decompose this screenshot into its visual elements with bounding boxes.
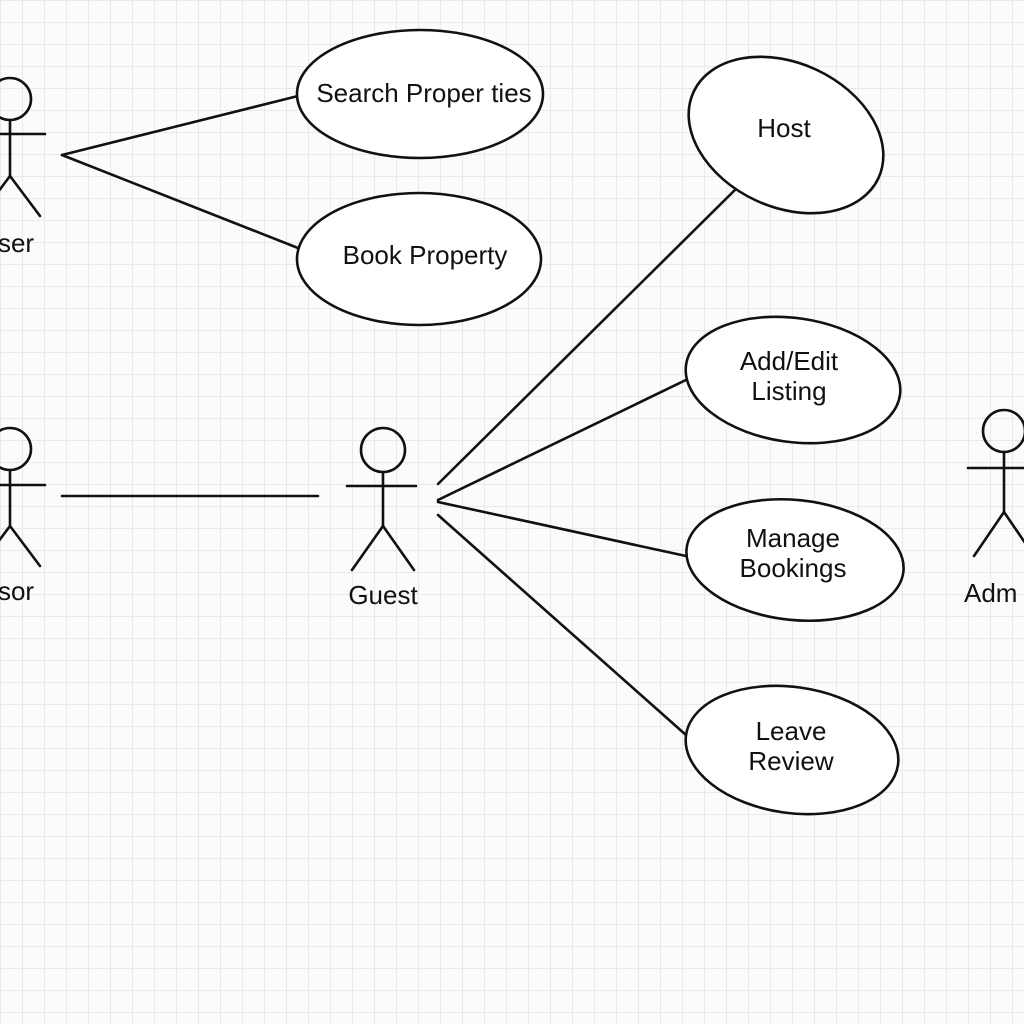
usecase-book-property-ellipse xyxy=(295,191,543,327)
usecase-manage-bookings-ellipse xyxy=(685,497,905,623)
usecase-add-edit-listing: Add/Edit Listing xyxy=(684,315,902,445)
actor-admin-label: Adm xyxy=(964,578,1017,608)
association-guest-leave-review xyxy=(436,513,688,737)
actor-sor-head xyxy=(0,426,33,472)
actor-sor-leg-left xyxy=(0,524,12,542)
usecase-leave-review-label-line-1: Leave xyxy=(756,716,827,746)
actor-user-head xyxy=(0,76,33,122)
associations xyxy=(60,94,747,737)
usecase-manage-bookings: Manage Bookings xyxy=(685,497,905,623)
usecase-add-edit-listing-label-line-1: Add/Edit xyxy=(740,346,839,376)
actor-user-leg-right xyxy=(8,174,42,218)
actor-sor-leg-right xyxy=(8,524,42,568)
usecase-host-ellipse xyxy=(687,55,885,215)
usecase-leave-review-label-line-2: Review xyxy=(748,746,833,776)
actor-admin: Adm xyxy=(964,408,1024,608)
usecase-add-edit-listing-label-line-2: Listing xyxy=(751,376,826,406)
actor-guest-leg-left xyxy=(350,524,385,572)
usecase-add-edit-listing-ellipse xyxy=(684,315,902,445)
actor-admin-head xyxy=(981,408,1024,454)
usecase-search-properties-ellipse xyxy=(295,28,545,160)
actor-admin-leg-left xyxy=(972,510,1006,558)
actor-guest: Guest xyxy=(345,426,418,610)
actor-guest-leg-right xyxy=(381,524,416,572)
actor-guest-label: Guest xyxy=(348,580,418,610)
usecase-manage-bookings-label-line-2: Bookings xyxy=(740,553,847,583)
association-user-book xyxy=(60,153,300,250)
usecase-leave-review-ellipse xyxy=(684,684,900,816)
usecase-book-property-label: Book Property xyxy=(343,240,508,270)
usecase-host-label: Host xyxy=(757,113,811,143)
actor-admin-leg-right xyxy=(1002,510,1024,544)
actor-sor-label: sor xyxy=(0,576,34,606)
usecase-host: Host xyxy=(687,55,885,215)
actor-user-label: ser xyxy=(0,228,34,258)
actor-guest-head xyxy=(359,426,407,474)
actor-user: ser xyxy=(0,76,47,258)
usecase-search-properties-label: Search Proper ties xyxy=(316,78,531,108)
association-guest-host xyxy=(436,178,747,486)
usecase-book-property: Book Property xyxy=(295,191,543,327)
usecase-search-properties: Search Proper ties xyxy=(295,28,545,160)
actor-sor: sor xyxy=(0,426,47,606)
association-user-search xyxy=(60,94,300,157)
association-guest-manage-bookings xyxy=(436,500,688,558)
association-guest-add-edit-listing xyxy=(436,376,692,502)
usecase-leave-review: Leave Review xyxy=(684,684,900,816)
actor-user-leg-left xyxy=(0,174,12,192)
usecase-manage-bookings-label-line-1: Manage xyxy=(746,523,840,553)
